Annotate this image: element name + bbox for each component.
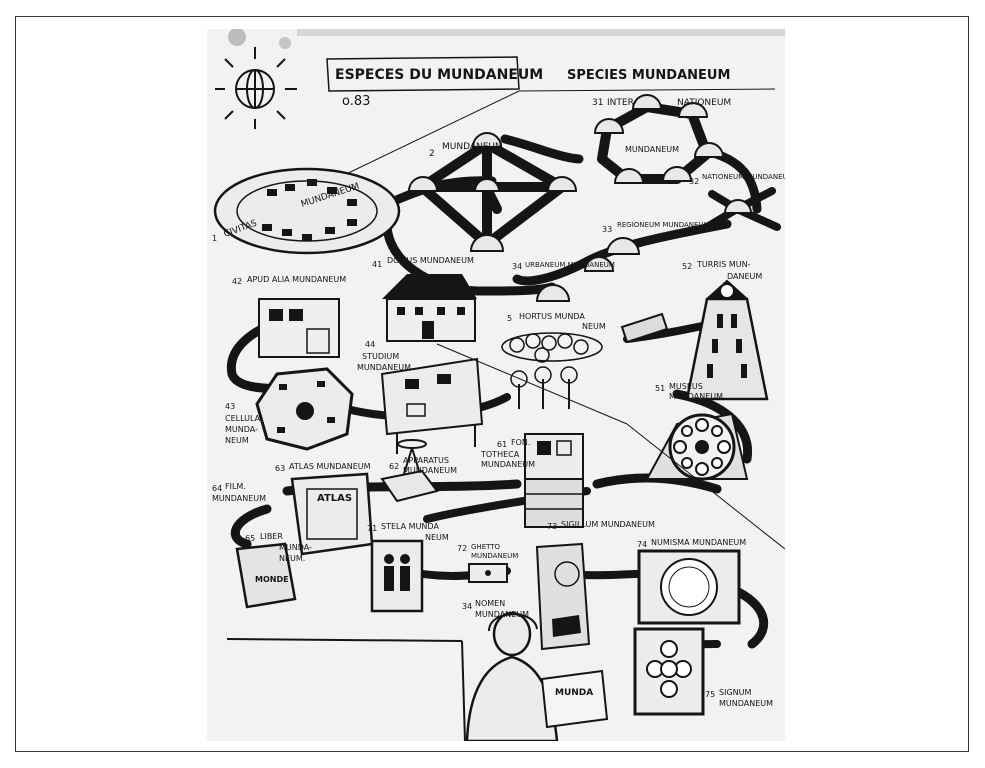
- label-nationeum-mundaneum: NATIONEUM MUNDANEUM: [702, 173, 785, 181]
- num-43: 43: [225, 402, 235, 411]
- paper-edge: [297, 29, 785, 36]
- label-liber: LIBER: [260, 532, 283, 541]
- num-33: 33: [602, 225, 612, 234]
- label-museum-b: MUNDANEUM: [669, 392, 723, 401]
- smudge: [279, 37, 291, 49]
- paper-munda: MUNDA: [555, 688, 593, 698]
- label-signum-b: MUNDANEUM: [719, 699, 773, 708]
- label-sigillum: SIGILLUM MUNDANEUM: [561, 520, 655, 529]
- num-32: 32: [689, 177, 699, 186]
- label-hortus-b: NEUM: [582, 322, 606, 331]
- drawing-canvas: ESPECES DU MUNDANEUM SPECIES MUNDANEUM o…: [207, 29, 785, 741]
- label-turris-b: DANEUM: [727, 272, 762, 281]
- num-34: 34: [512, 262, 522, 271]
- title-ref: o.83: [342, 94, 370, 109]
- label-numisma: NUMISMA MUNDANEUM: [651, 538, 746, 547]
- title-block: ESPECES DU MUNDANEUM SPECIES MUNDANEUM o…: [315, 57, 775, 189]
- label-nomen: NOMEN: [475, 599, 505, 608]
- civitas-mundaneum: CIVITAS MUNDANEUM 1: [212, 169, 399, 253]
- label-atlas: ATLAS MUNDANEUM: [289, 462, 371, 471]
- label-liber-b: MUNDA-: [279, 543, 312, 552]
- label-cellula-b: MUNDA-: [225, 425, 258, 434]
- num-75: 75: [705, 690, 715, 699]
- title-right: SPECIES MUNDANEUM: [567, 68, 730, 83]
- label-inter: INTER-: [607, 98, 637, 108]
- numisma-mundaneum: 74 NUMISMA MUNDANEUM: [637, 538, 746, 623]
- nationeum-mundaneum: 32 NATIONEUM MUNDANEUM: [689, 173, 785, 227]
- label-regioneum: REGIONEUM MUNDANEUM: [617, 221, 710, 229]
- film-mundaneum: 64 FILM. MUNDANEUM: [212, 482, 266, 503]
- label-domus: DOMUS MUNDANEUM: [387, 256, 474, 265]
- label-fon: FON.: [511, 438, 530, 447]
- label-signum: SIGNUM: [719, 688, 751, 697]
- label-film: FILM.: [225, 482, 246, 491]
- label-fon-b: TOTHECA: [480, 450, 520, 459]
- label-film-b: MUNDANEUM: [212, 494, 266, 503]
- label-stela: STELA MUNDA: [381, 522, 439, 531]
- num-76: 34: [462, 602, 472, 611]
- num-42: 42: [232, 277, 242, 286]
- label-urbaneum: URBANEUM MUNDANEUM: [525, 261, 615, 269]
- label-turris: TURRIS MUN-: [696, 260, 751, 269]
- num-71: 71: [367, 524, 377, 533]
- num-1: 1: [212, 234, 217, 243]
- apparatus-mundaneum: 62 APPARATUS MUNDANEUM: [382, 456, 457, 501]
- label-museum: MUSEUS: [669, 382, 703, 391]
- num-61: 61: [497, 440, 507, 449]
- smudge: [228, 29, 246, 46]
- studium-mundaneum: 44 STUDIUM MUNDANEUM: [357, 340, 482, 474]
- num-62: 62: [389, 462, 399, 471]
- label-studium-b: MUNDANEUM: [357, 363, 411, 372]
- num-41: 41: [372, 260, 382, 269]
- label-fon-c: MUNDANEUM: [481, 460, 535, 469]
- label-nomen-b: MUNDANEUM: [475, 610, 529, 619]
- liber-book-title: MONDE: [255, 575, 289, 584]
- label-cellula-c: NEUM: [225, 436, 249, 445]
- title-left: ESPECES DU MUNDANEUM: [335, 67, 543, 83]
- num-51: 51: [655, 384, 665, 393]
- globe-sun-icon: [215, 47, 297, 129]
- apud-alia-mundaneum: 42 APUD ALIA MUNDANEUM: [232, 275, 346, 357]
- label-ghetto-b: MUNDANEUM: [471, 552, 518, 560]
- label-stela-b: NEUM: [425, 533, 449, 542]
- internationeum: MUNDANEUM 31 INTER- NATIONEUM: [592, 95, 731, 183]
- num-2: 2: [429, 149, 435, 159]
- label-studium: STUDIUM: [362, 352, 399, 361]
- label-liber-c: NEUM.: [279, 554, 305, 563]
- label-nationeum: NATIONEUM: [677, 98, 731, 108]
- num-52: 52: [682, 262, 692, 271]
- num-44: 44: [365, 340, 375, 349]
- label-apparatus-b: MUNDANEUM: [403, 466, 457, 475]
- num-5: 5: [507, 314, 512, 323]
- num-73: 73: [547, 522, 557, 531]
- label-mundaneum-hub: MUNDANEUM: [625, 145, 679, 154]
- mundaneum-drawing: ESPECES DU MUNDANEUM SPECIES MUNDANEUM o…: [207, 29, 785, 741]
- num-65: 65: [245, 534, 255, 543]
- atlas-book-title: ATLAS: [317, 493, 352, 504]
- num-63: 63: [275, 464, 285, 473]
- num-72: 72: [457, 544, 467, 553]
- num-64: 64: [212, 484, 222, 493]
- label-mundaneum-center: MUNDANEUM: [442, 142, 503, 152]
- domus-mundaneum: 41 DOMUS MUNDANEUM: [372, 256, 477, 341]
- stela-mundaneum: 71 STELA MUNDA NEUM: [367, 522, 449, 611]
- fonotheca-mundaneum: 61 FON. TOTHECA MUNDANEUM: [480, 434, 583, 527]
- label-apparatus: APPARATUS: [403, 456, 449, 465]
- hortus-mundaneum: 5 HORTUS MUNDA NEUM: [502, 312, 606, 409]
- label-apud: APUD ALIA MUNDANEUM: [247, 275, 346, 284]
- label-ghetto: GHETTO: [471, 543, 501, 551]
- label-hortus: HORTUS MUNDA: [519, 312, 585, 321]
- num-74: 74: [637, 540, 647, 549]
- atlas-mundaneum: ATLAS 63 ATLAS MUNDANEUM: [275, 462, 372, 554]
- label-cellula: CELLULA: [225, 414, 261, 423]
- num-31: 31: [592, 98, 603, 108]
